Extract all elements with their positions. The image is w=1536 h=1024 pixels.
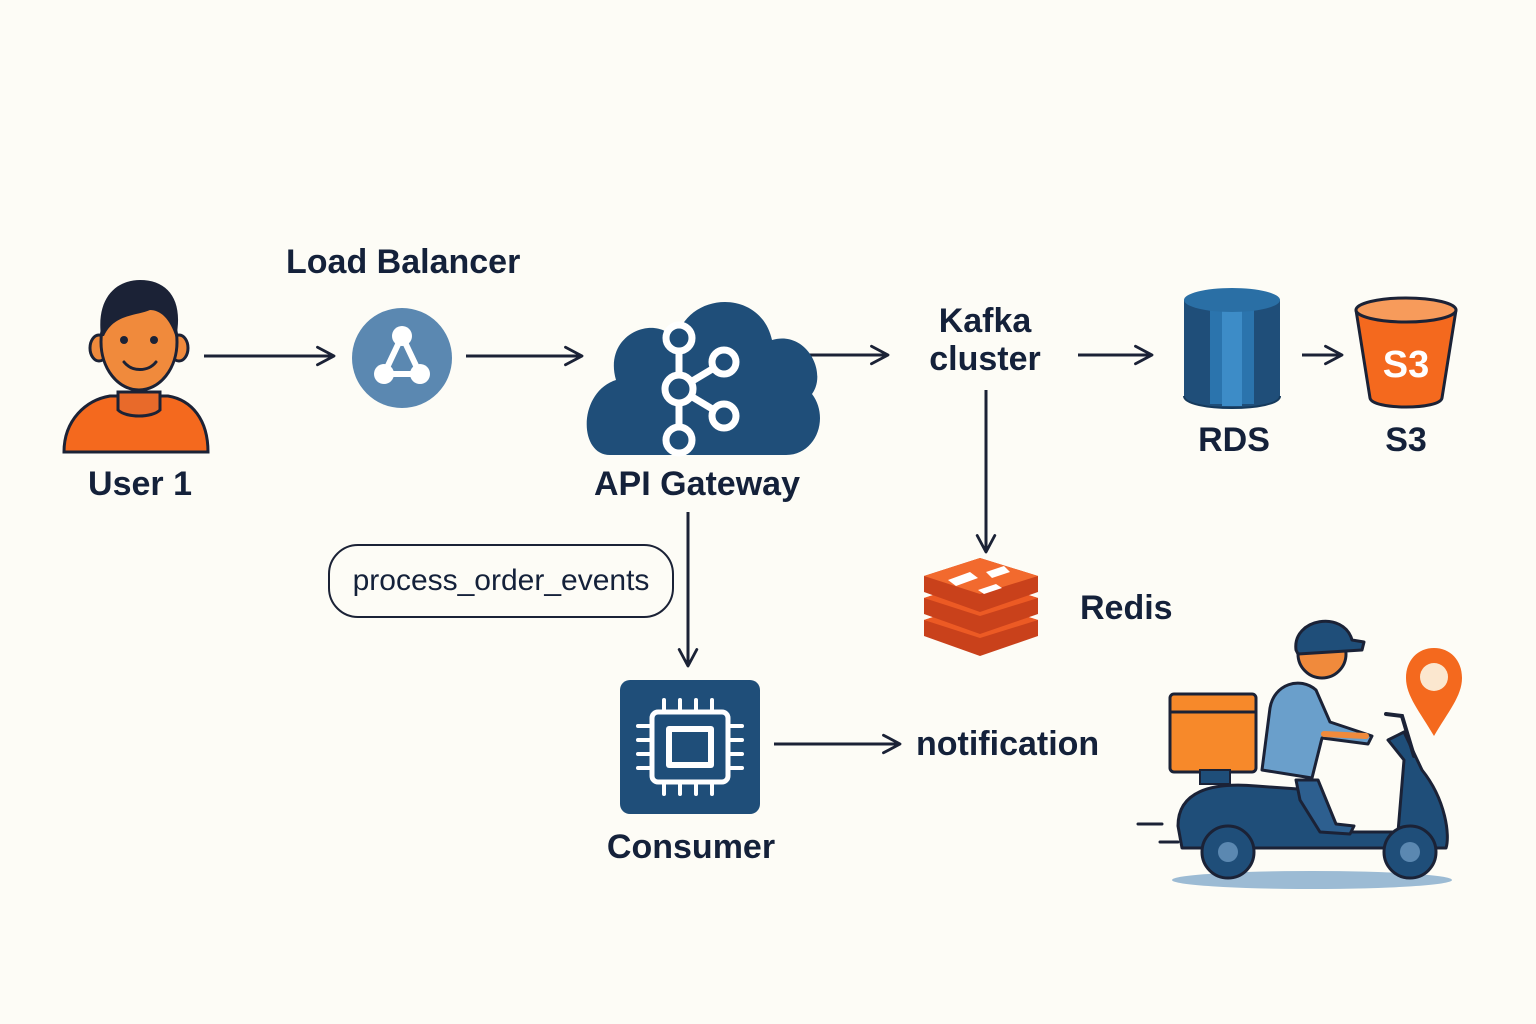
kafka-label-line2: cluster bbox=[929, 340, 1041, 378]
chip-icon bbox=[620, 680, 760, 814]
kafka-label-line1: Kafka bbox=[938, 302, 1032, 340]
redis-icon bbox=[924, 558, 1038, 656]
load-balancer-label: Load Balancer bbox=[286, 243, 521, 281]
arrows bbox=[204, 344, 1344, 755]
kafka-cloud-icon bbox=[586, 301, 820, 457]
s3-bucket-icon: S3 bbox=[1354, 296, 1458, 409]
rds-label: RDS bbox=[1198, 421, 1270, 459]
user-icon bbox=[62, 280, 210, 454]
s3-label: S3 bbox=[1385, 421, 1427, 459]
consumer-label: Consumer bbox=[606, 828, 776, 866]
rds-database-icon bbox=[1183, 288, 1281, 409]
user-label: User 1 bbox=[88, 465, 192, 503]
load-balancer-icon bbox=[352, 308, 452, 408]
redis-label: Redis bbox=[1080, 589, 1173, 627]
delivery-scooter-icon bbox=[1136, 619, 1452, 889]
map-pin-icon bbox=[1406, 648, 1462, 736]
edge-label-process-order-events: process_order_events bbox=[328, 544, 674, 618]
s3-icon-text: S3 bbox=[1383, 344, 1429, 386]
kafka-cluster-label: Kafka cluster bbox=[914, 302, 1056, 378]
notification-label: notification bbox=[916, 725, 1100, 763]
api-gateway-label: API Gateway bbox=[594, 465, 800, 503]
